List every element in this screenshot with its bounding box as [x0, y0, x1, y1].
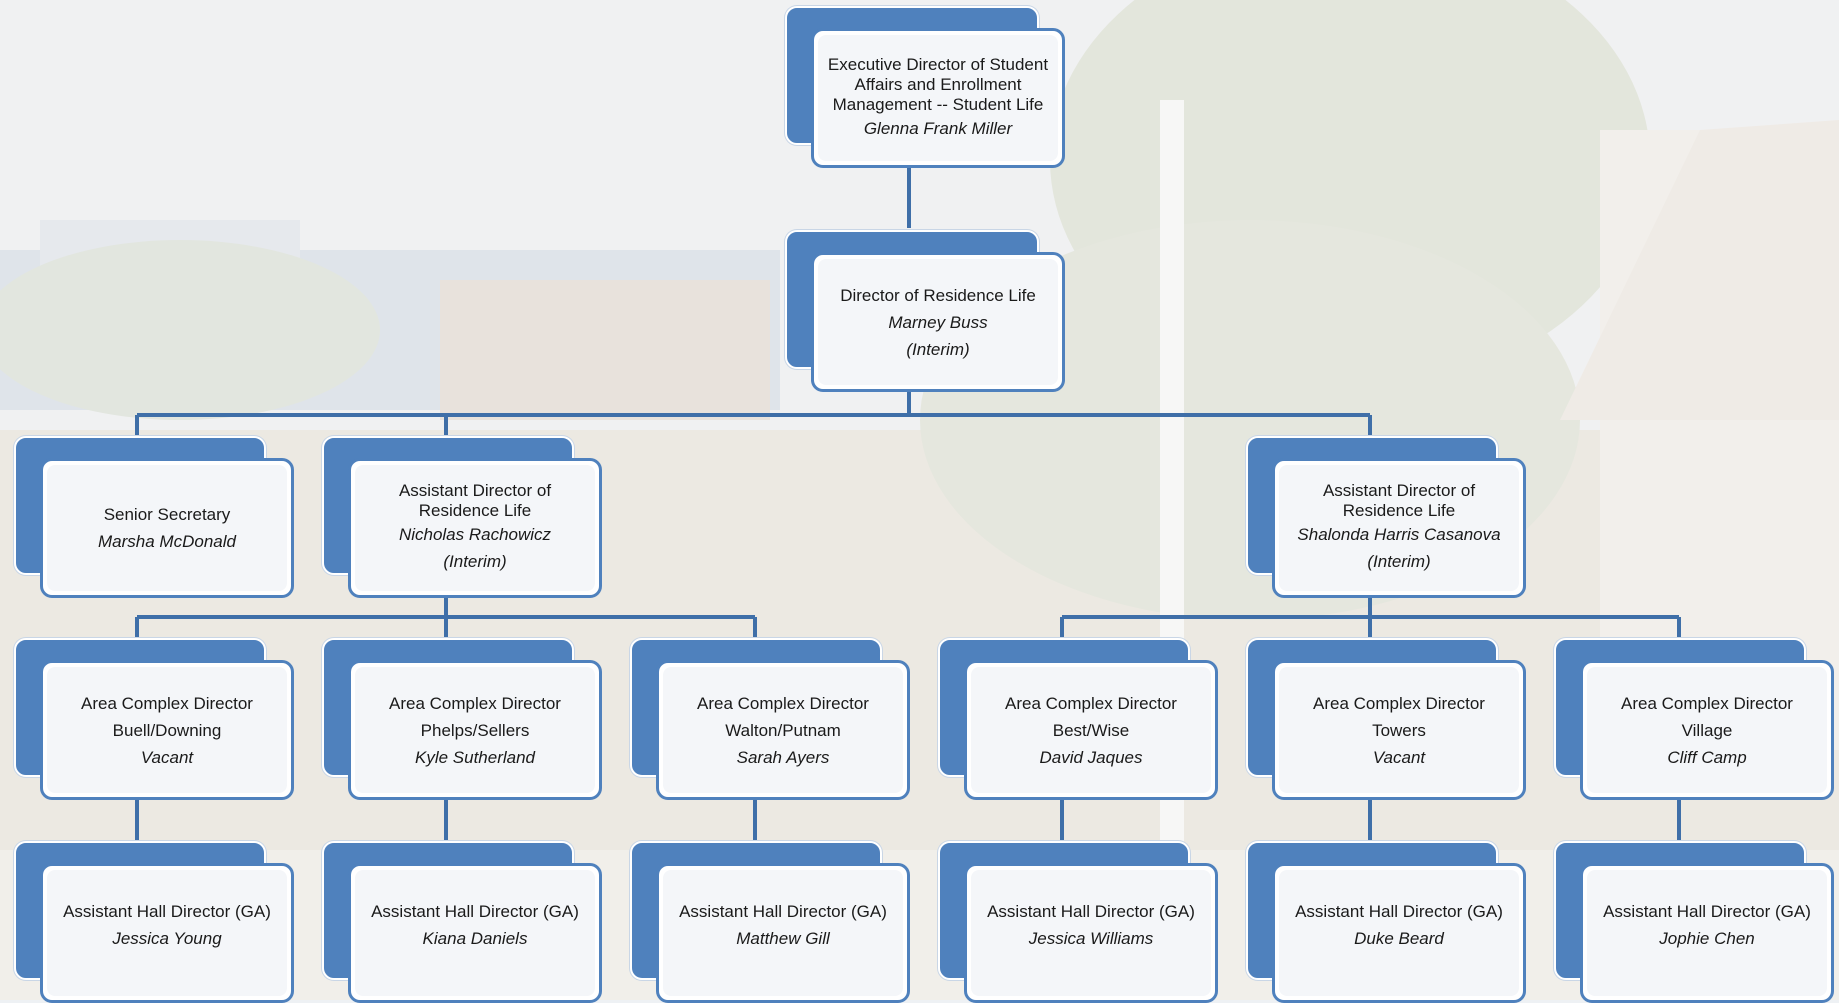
- node-title: Assistant Hall Director (GA): [1603, 902, 1811, 921]
- node-name: Vacant: [1372, 747, 1426, 767]
- node-title: Assistant Director of Residence Life: [398, 481, 552, 520]
- org-node-area-director-4: Area Complex Director Best/Wise David Ja…: [938, 638, 1218, 800]
- node-title: Area Complex Director: [697, 693, 869, 713]
- org-node-hall-director-3: Assistant Hall Director (GA) Matthew Gil…: [630, 841, 910, 1003]
- node-title: Assistant Hall Director (GA): [987, 902, 1195, 921]
- node-area: Phelps/Sellers: [420, 720, 530, 740]
- org-node-area-director-2: Area Complex Director Phelps/Sellers Kyl…: [322, 638, 602, 800]
- node-name: Marney Buss: [888, 312, 988, 332]
- node-note: (Interim): [1367, 552, 1431, 571]
- org-node-hall-director-2: Assistant Hall Director (GA) Kiana Danie…: [322, 841, 602, 1003]
- node-name: Nicholas Rachowicz: [398, 525, 552, 544]
- node-title: Director of Residence Life: [840, 285, 1036, 305]
- node-name: Cliff Camp: [1667, 747, 1747, 767]
- org-node-assistant-director-2: Assistant Director of Residence Life Sha…: [1246, 436, 1526, 598]
- node-title: Executive Director of Student Affairs an…: [827, 54, 1049, 114]
- node-name: Jessica Young: [112, 929, 222, 948]
- node-name: Duke Beard: [1354, 929, 1444, 948]
- org-node-hall-director-1: Assistant Hall Director (GA) Jessica You…: [14, 841, 294, 1003]
- org-node-area-director-5: Area Complex Director Towers Vacant: [1246, 638, 1526, 800]
- node-title: Area Complex Director: [1621, 693, 1793, 713]
- node-title: Senior Secretary: [103, 505, 231, 524]
- node-name: Jophie Chen: [1659, 929, 1755, 948]
- node-name: Vacant: [140, 747, 194, 767]
- org-node-assistant-director-1: Assistant Director of Residence Life Nic…: [322, 436, 602, 598]
- node-name: Sarah Ayers: [736, 747, 830, 767]
- node-title: Area Complex Director: [81, 693, 253, 713]
- org-node-senior-secretary: Senior Secretary Marsha McDonald: [14, 436, 294, 598]
- org-node-area-director-6: Area Complex Director Village Cliff Camp: [1554, 638, 1834, 800]
- node-name: Kiana Daniels: [422, 929, 528, 948]
- node-title: Assistant Hall Director (GA): [63, 902, 271, 921]
- org-node-hall-director-4: Assistant Hall Director (GA) Jessica Wil…: [938, 841, 1218, 1003]
- node-title: Assistant Director of Residence Life: [1322, 481, 1476, 520]
- node-title: Area Complex Director: [1005, 693, 1177, 713]
- node-name: Matthew Gill: [736, 929, 830, 948]
- node-note: (Interim): [906, 339, 970, 359]
- node-name: Glenna Frank Miller: [863, 118, 1013, 138]
- node-area: Best/Wise: [1052, 720, 1130, 740]
- org-node-hall-director-5: Assistant Hall Director (GA) Duke Beard: [1246, 841, 1526, 1003]
- node-area: Village: [1681, 720, 1733, 740]
- node-name: Jessica Williams: [1028, 929, 1154, 948]
- node-area: Walton/Putnam: [725, 720, 841, 740]
- node-area: Towers: [1372, 720, 1426, 740]
- node-name: Shalonda Harris Casanova: [1297, 525, 1501, 544]
- node-name: Marsha McDonald: [98, 532, 236, 551]
- org-node-director: Director of Residence Life Marney Buss (…: [785, 230, 1065, 392]
- org-node-hall-director-6: Assistant Hall Director (GA) Jophie Chen: [1554, 841, 1834, 1003]
- node-title: Assistant Hall Director (GA): [371, 902, 579, 921]
- node-title: Area Complex Director: [389, 693, 561, 713]
- node-title: Assistant Hall Director (GA): [679, 902, 887, 921]
- org-node-area-director-3: Area Complex Director Walton/Putnam Sara…: [630, 638, 910, 800]
- node-area: Buell/Downing: [112, 720, 222, 740]
- node-title: Assistant Hall Director (GA): [1295, 902, 1503, 921]
- org-node-area-director-1: Area Complex Director Buell/Downing Vaca…: [14, 638, 294, 800]
- org-node-executive-director: Executive Director of Student Affairs an…: [785, 6, 1065, 168]
- node-note: (Interim): [443, 552, 507, 571]
- node-title: Area Complex Director: [1313, 693, 1485, 713]
- node-name: David Jaques: [1039, 747, 1143, 767]
- node-name: Kyle Sutherland: [414, 747, 536, 767]
